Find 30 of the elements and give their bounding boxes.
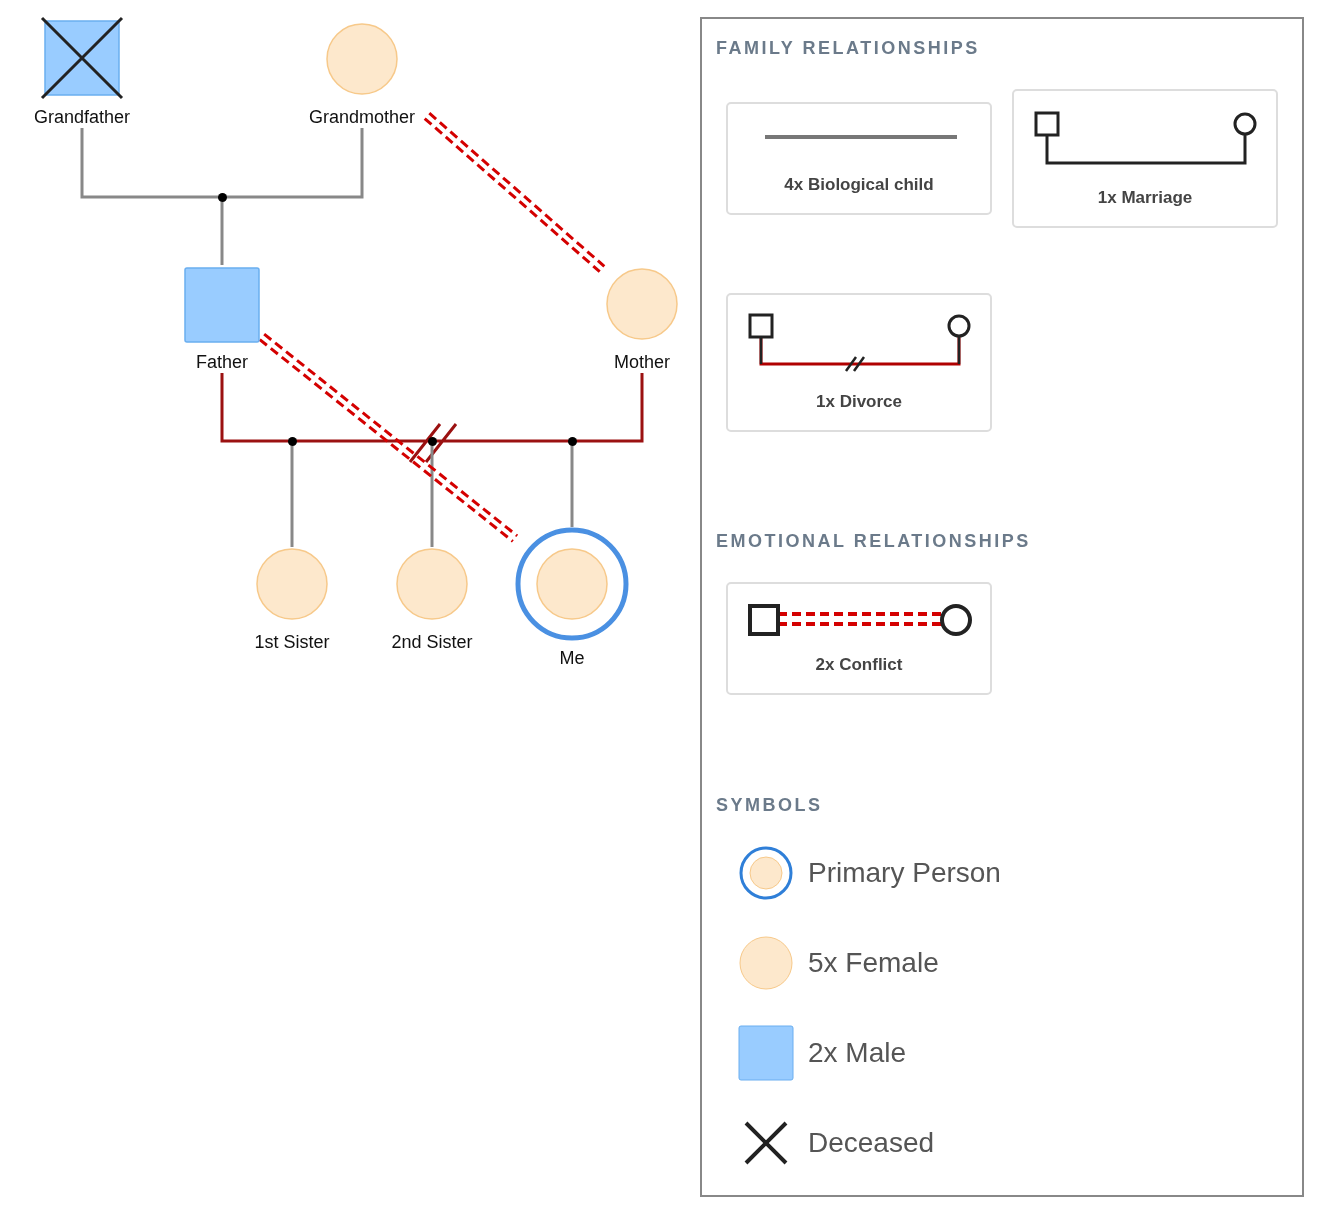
person-name: Father — [195, 351, 249, 373]
section-heading: FAMILY RELATIONSHIPS — [716, 38, 980, 59]
person-name: Mother — [613, 351, 671, 373]
legend-text: 5x Female — [808, 946, 939, 980]
junction-dot — [567, 436, 577, 446]
junction-dot — [427, 436, 437, 446]
person-name: 2nd Sister — [390, 631, 474, 653]
legend-text: 2x Conflict — [814, 655, 904, 675]
child-line — [290, 446, 294, 547]
legend-text: 1x Marriage — [1096, 188, 1194, 208]
legend-text: Primary Person — [808, 856, 1001, 890]
legend-text: 2x Male — [808, 1036, 907, 1070]
legend-text: 4x Biological child — [783, 175, 935, 195]
person-name: Grandmother — [307, 106, 417, 128]
child-line — [220, 202, 224, 265]
section-heading: SYMBOLS — [716, 795, 823, 816]
conflict-line — [258, 332, 519, 543]
section-heading: EMOTIONAL RELATIONSHIPS — [716, 531, 1031, 552]
person-name: Grandfather — [32, 106, 132, 128]
conflict-line — [423, 111, 606, 274]
child-line — [430, 446, 434, 547]
legend-text: 1x Divorce — [815, 392, 903, 412]
person-name: Me — [558, 647, 586, 669]
marriage-line — [80, 128, 364, 199]
junction-dot — [217, 192, 227, 202]
legend-text: Deceased — [808, 1126, 935, 1160]
child-line — [570, 446, 574, 527]
divorce-line — [220, 371, 644, 464]
person-name: 1st Sister — [253, 631, 331, 653]
junction-dot — [287, 436, 297, 446]
